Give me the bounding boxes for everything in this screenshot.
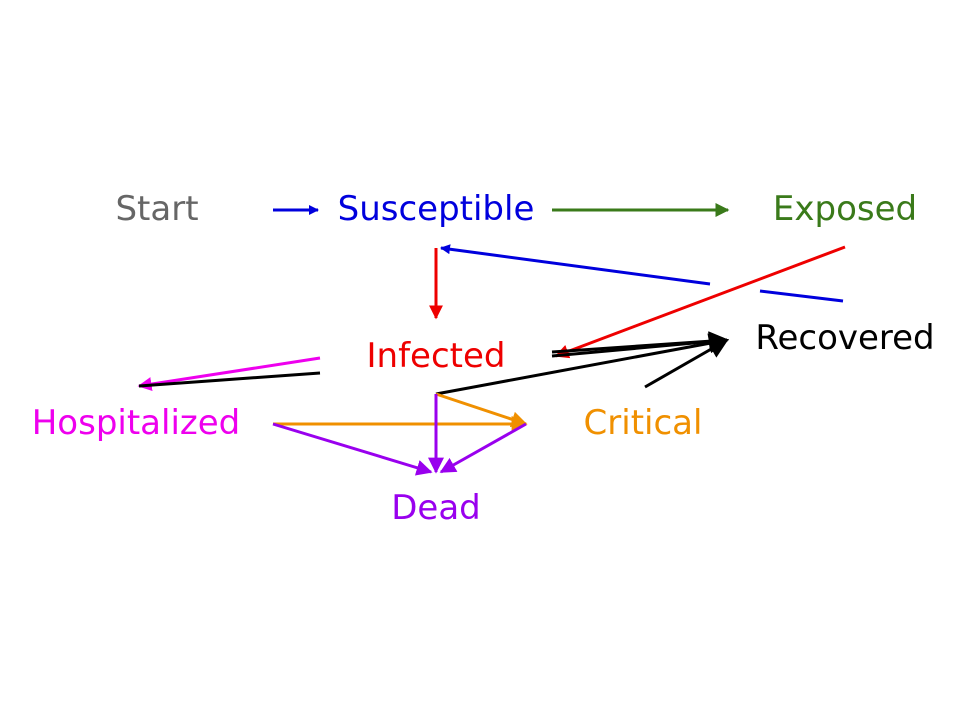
edge-infected-critical — [435, 392, 528, 428]
edge-critical-recovered — [644, 338, 729, 389]
edge-critical-dead — [439, 422, 527, 474]
node-recovered: Recovered — [755, 318, 934, 358]
node-exposed: Exposed — [773, 189, 917, 229]
edge-recovered-susceptible — [440, 244, 711, 286]
edge-hospitalized-dead — [272, 422, 433, 476]
edge-recovered-susceptible-tail — [759, 289, 844, 303]
edge-hospitalized-recovered-a — [138, 371, 321, 388]
edge-exposed-infected — [554, 245, 846, 359]
node-hospitalized: Hospitalized — [32, 403, 241, 443]
edge-infected-hospitalized — [137, 356, 321, 391]
node-critical: Critical — [584, 403, 703, 443]
node-infected: Infected — [367, 336, 506, 376]
node-dead: Dead — [391, 488, 481, 528]
node-susceptible: Susceptible — [338, 189, 535, 229]
node-start: Start — [115, 189, 198, 229]
edge-infected-branch-recovered — [435, 333, 729, 396]
edge-infected-recovered — [551, 331, 729, 354]
